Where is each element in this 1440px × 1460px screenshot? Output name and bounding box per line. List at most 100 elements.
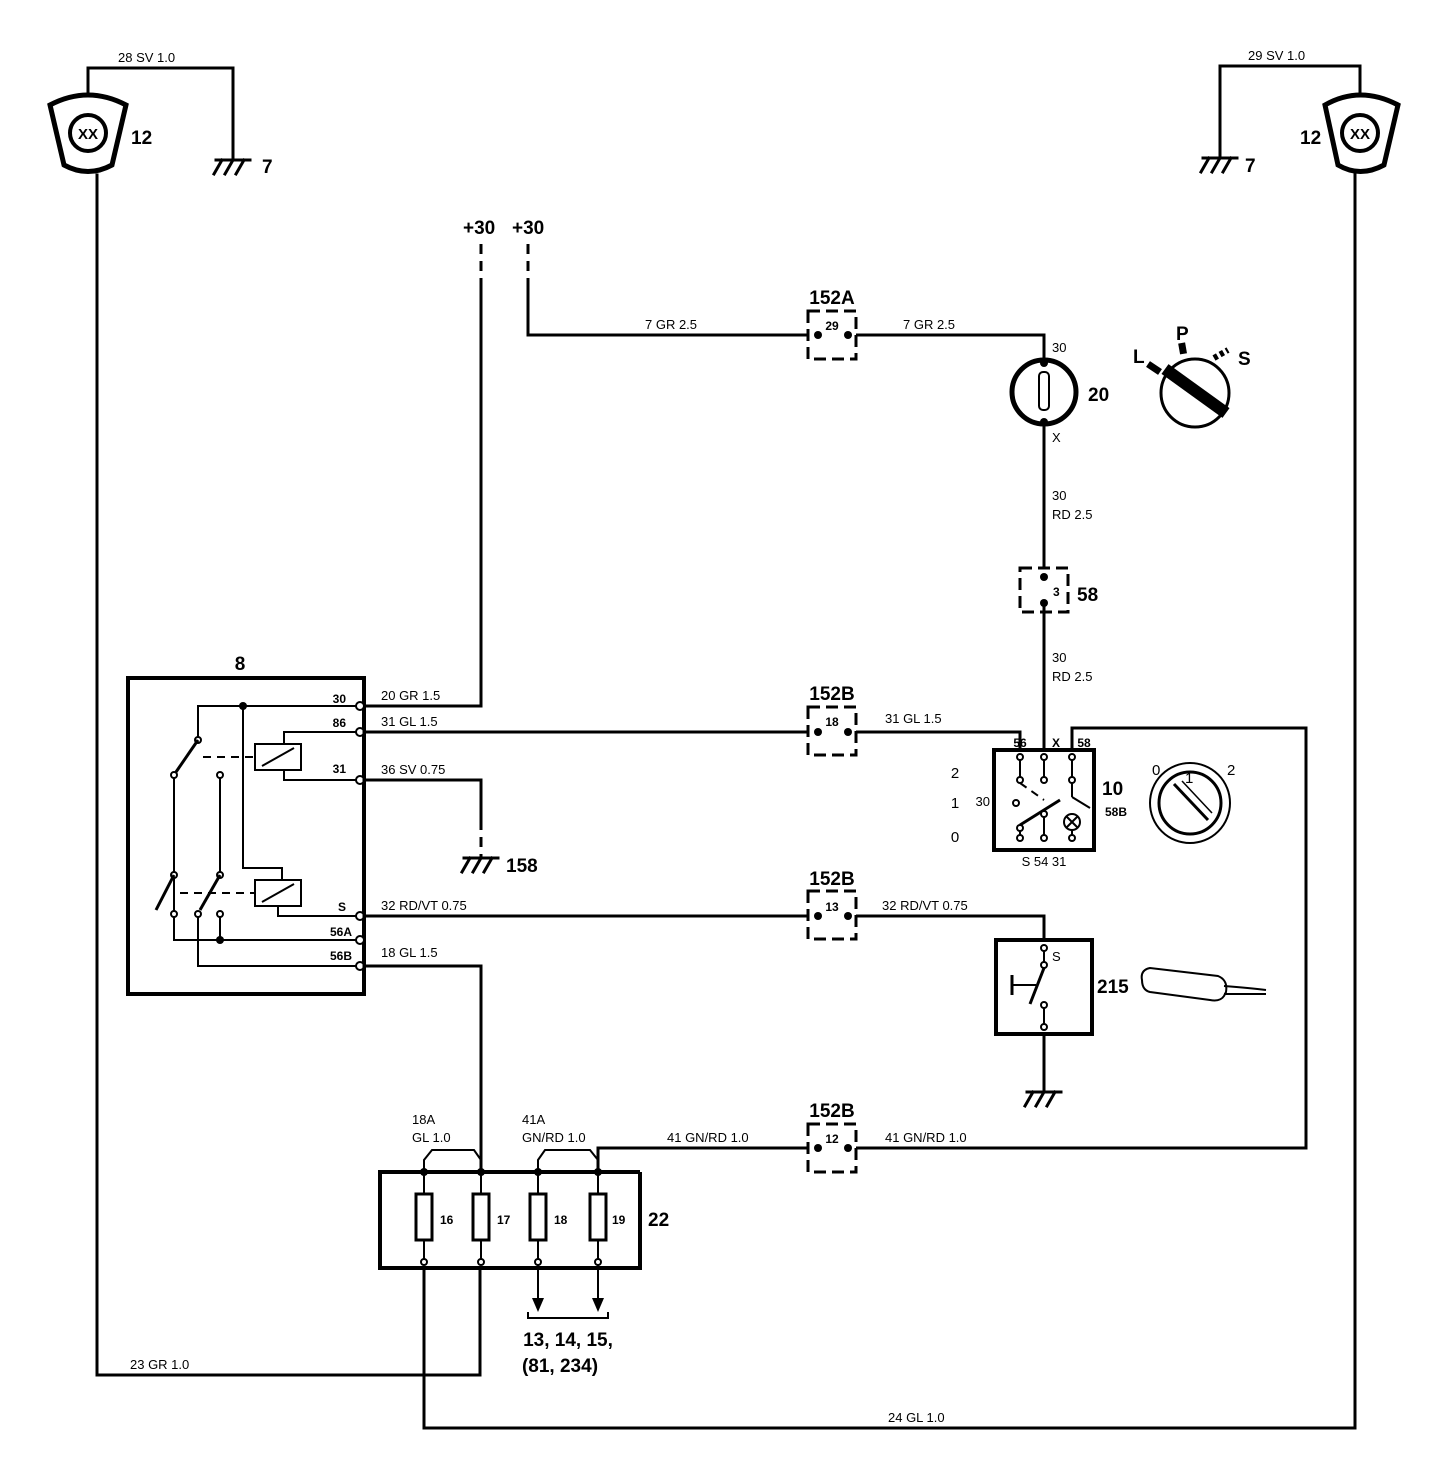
supply-right-label: +30 (512, 218, 544, 239)
fuse-16-label: 16 (440, 1213, 454, 1227)
switch-pin-58: 58 (1077, 736, 1091, 750)
relay-pin-56b: 56B (330, 949, 352, 963)
wire-36-label: 36 SV 0.75 (381, 762, 445, 777)
wire-18-label: 18 GL 1.5 (381, 945, 438, 960)
relay-pin-s: S (338, 900, 346, 914)
connector-152b-bottom-pin: 12 (825, 1132, 839, 1146)
left-lamp: XX 12 (47, 92, 152, 174)
wire-30-upper-spec: RD 2.5 (1052, 507, 1092, 522)
fuse-outputs-line2: (81, 234) (522, 1356, 598, 1377)
ignition-switch: 30 X 20 (1009, 340, 1109, 445)
ignition-pos-l: L (1133, 347, 1145, 368)
switch-bottom-pins: S 54 31 (1022, 854, 1067, 869)
stalk-switch-215: S 215 (994, 938, 1129, 1036)
knob-pos-0: 0 (1152, 762, 1160, 779)
fuse-box-22: 22 16 17 18 19 (378, 1149, 669, 1270)
wire-23 (95, 173, 482, 1377)
wire-30-upper-num: 30 (1052, 488, 1066, 503)
connector-58-id: 58 (1077, 585, 1098, 606)
stalk-lever-icon (1140, 966, 1267, 1002)
right-lamp-id: 12 (1300, 128, 1321, 149)
wire-18a-spec: GL 1.0 (412, 1130, 451, 1145)
relay-id: 8 (235, 654, 246, 675)
wire-31-left-label: 31 GL 1.5 (381, 714, 438, 729)
ground-158-id: 158 (506, 856, 538, 877)
fuse-17-label: 17 (497, 1213, 511, 1227)
wire-32-right-label: 32 RD/VT 0.75 (882, 898, 968, 913)
wire-28-label: 28 SV 1.0 (118, 50, 175, 65)
switch-pos-1: 1 (951, 795, 959, 812)
wire-41-right-label: 41 GN/RD 1.0 (885, 1130, 967, 1145)
left-ground-id: 7 (262, 157, 273, 178)
wire-30-lower-num: 30 (1052, 650, 1066, 665)
wire-7-right (846, 333, 1046, 365)
knob-pos-1: 1 (1185, 770, 1193, 787)
knob-pos-2: 2 (1227, 762, 1235, 779)
connector-152a: 29 152A (806, 288, 858, 361)
wire-30-lower-spec: RD 2.5 (1052, 669, 1092, 684)
light-switch-knob-icon: 0 1 2 (1149, 762, 1235, 844)
ignition-key-icon: L P S (1133, 324, 1251, 429)
right-lamp: XX 12 (1300, 92, 1401, 174)
ignition-pin-top: 30 (1052, 340, 1066, 355)
switch-pin-30: 30 (976, 794, 990, 809)
wire-20 (358, 283, 483, 708)
fuse-18-label: 18 (554, 1213, 568, 1227)
relay-pin-86: 86 (333, 716, 347, 730)
connector-152a-id: 152A (809, 288, 855, 309)
wire-7-left (526, 283, 820, 337)
connector-58: 3 58 (1018, 566, 1098, 614)
wire-7-right-label: 7 GR 2.5 (903, 317, 955, 332)
connector-152b-top: 18 152B (806, 684, 858, 757)
connector-152b-top-id: 152B (809, 684, 854, 705)
wire-41a-spec: GN/RD 1.0 (522, 1130, 586, 1145)
ignition-id: 20 (1088, 385, 1109, 406)
switch-pos-0: 0 (951, 829, 959, 846)
switch-pin-58b: 58B (1105, 805, 1127, 819)
connector-152b-mid: 13 152B (806, 869, 858, 941)
wire-28 (86, 66, 235, 162)
switch-pin-x: X (1052, 736, 1060, 750)
stalk-ground-icon (1022, 1089, 1063, 1109)
connector-152a-pin: 29 (825, 319, 839, 333)
wire-31-right-label: 31 GL 1.5 (885, 711, 942, 726)
fuse-19-label: 19 (612, 1213, 626, 1227)
connector-152b-bottom: 12 152B (806, 1101, 858, 1174)
svg-text:XX: XX (78, 126, 98, 143)
fuse-box-id: 22 (648, 1210, 669, 1231)
left-lamp-id: 12 (131, 128, 152, 149)
right-ground-id: 7 (1245, 156, 1256, 177)
connector-152b-bottom-id: 152B (809, 1101, 854, 1122)
wire-24-label: 24 GL 1.0 (888, 1410, 945, 1425)
svg-text:XX: XX (1350, 126, 1370, 143)
connector-152b-mid-pin: 13 (825, 900, 839, 914)
right-ground-icon (1198, 155, 1239, 175)
switch-pin-56: 56 (1013, 736, 1027, 750)
relay-pin-31: 31 (333, 762, 347, 776)
relay-8: 8 30 86 31 S 56A 56B (126, 654, 366, 996)
stalk-switch-pin: S (1052, 949, 1061, 964)
connector-58-pin: 3 (1053, 585, 1060, 599)
wire-32-right (846, 914, 1046, 950)
supply-left-label: +30 (463, 218, 495, 239)
switch-id: 10 (1102, 779, 1123, 800)
relay-pin-56a: 56A (330, 925, 352, 939)
left-ground-icon (211, 157, 252, 177)
wire-32-left-label: 32 RD/VT 0.75 (381, 898, 467, 913)
ground-158-icon (459, 855, 500, 875)
wire-24 (422, 170, 1357, 1430)
relay-pin-30: 30 (333, 692, 347, 706)
switch-pos-2: 2 (951, 765, 959, 782)
wire-36 (362, 778, 483, 822)
ignition-pos-s: S (1238, 349, 1251, 370)
wire-20-label: 20 GR 1.5 (381, 688, 440, 703)
wire-7-left-label: 7 GR 2.5 (645, 317, 697, 332)
connector-152b-mid-id: 152B (809, 869, 854, 890)
stalk-switch-id: 215 (1097, 977, 1129, 998)
wire-23-label: 23 GR 1.0 (130, 1357, 189, 1372)
fuse-outputs-line1: 13, 14, 15, (523, 1330, 613, 1351)
wire-41-right (846, 726, 1308, 1150)
ignition-pos-p: P (1176, 324, 1189, 345)
fuse-outputs: 13, 14, 15, (81, 234) (522, 1265, 613, 1377)
